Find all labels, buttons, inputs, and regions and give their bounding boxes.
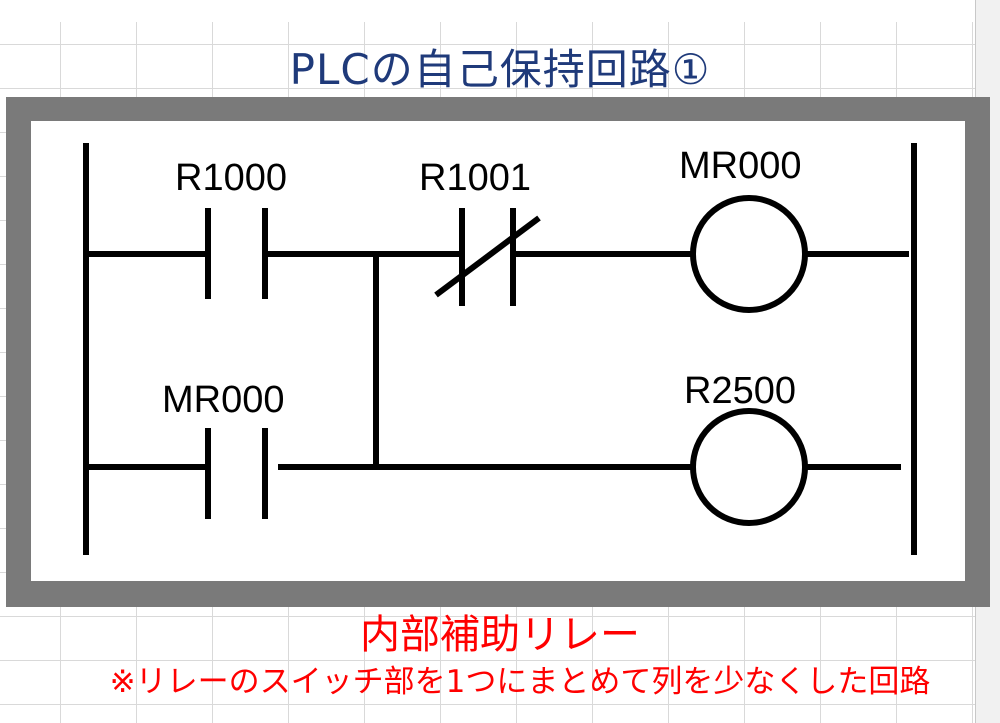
contact-r1000-label: R1000 (175, 157, 287, 199)
slide-top-edge (0, 0, 1000, 22)
coil-mr000 (690, 195, 808, 313)
caption-main: 内部補助リレー (360, 612, 640, 658)
slide-title: PLCの自己保持回路① (289, 45, 711, 94)
caption-note: ※リレーのスイッチ部を1つにまとめて列を少なくした回路 (109, 664, 931, 700)
contact-r1001-slash (434, 215, 541, 298)
coil-mr000-label: MR000 (679, 145, 802, 187)
contact-mr000-label: MR000 (162, 379, 285, 421)
contact-r1001-label: R1001 (419, 157, 531, 199)
ladder-svg: R1000 R1001 MR000 MR000 R2500 (83, 143, 917, 555)
coil-r2500-label: R2500 (684, 370, 796, 412)
ladder-diagram: R1000 R1001 MR000 MR000 R2500 (31, 121, 965, 581)
coil-r2500 (690, 408, 808, 526)
